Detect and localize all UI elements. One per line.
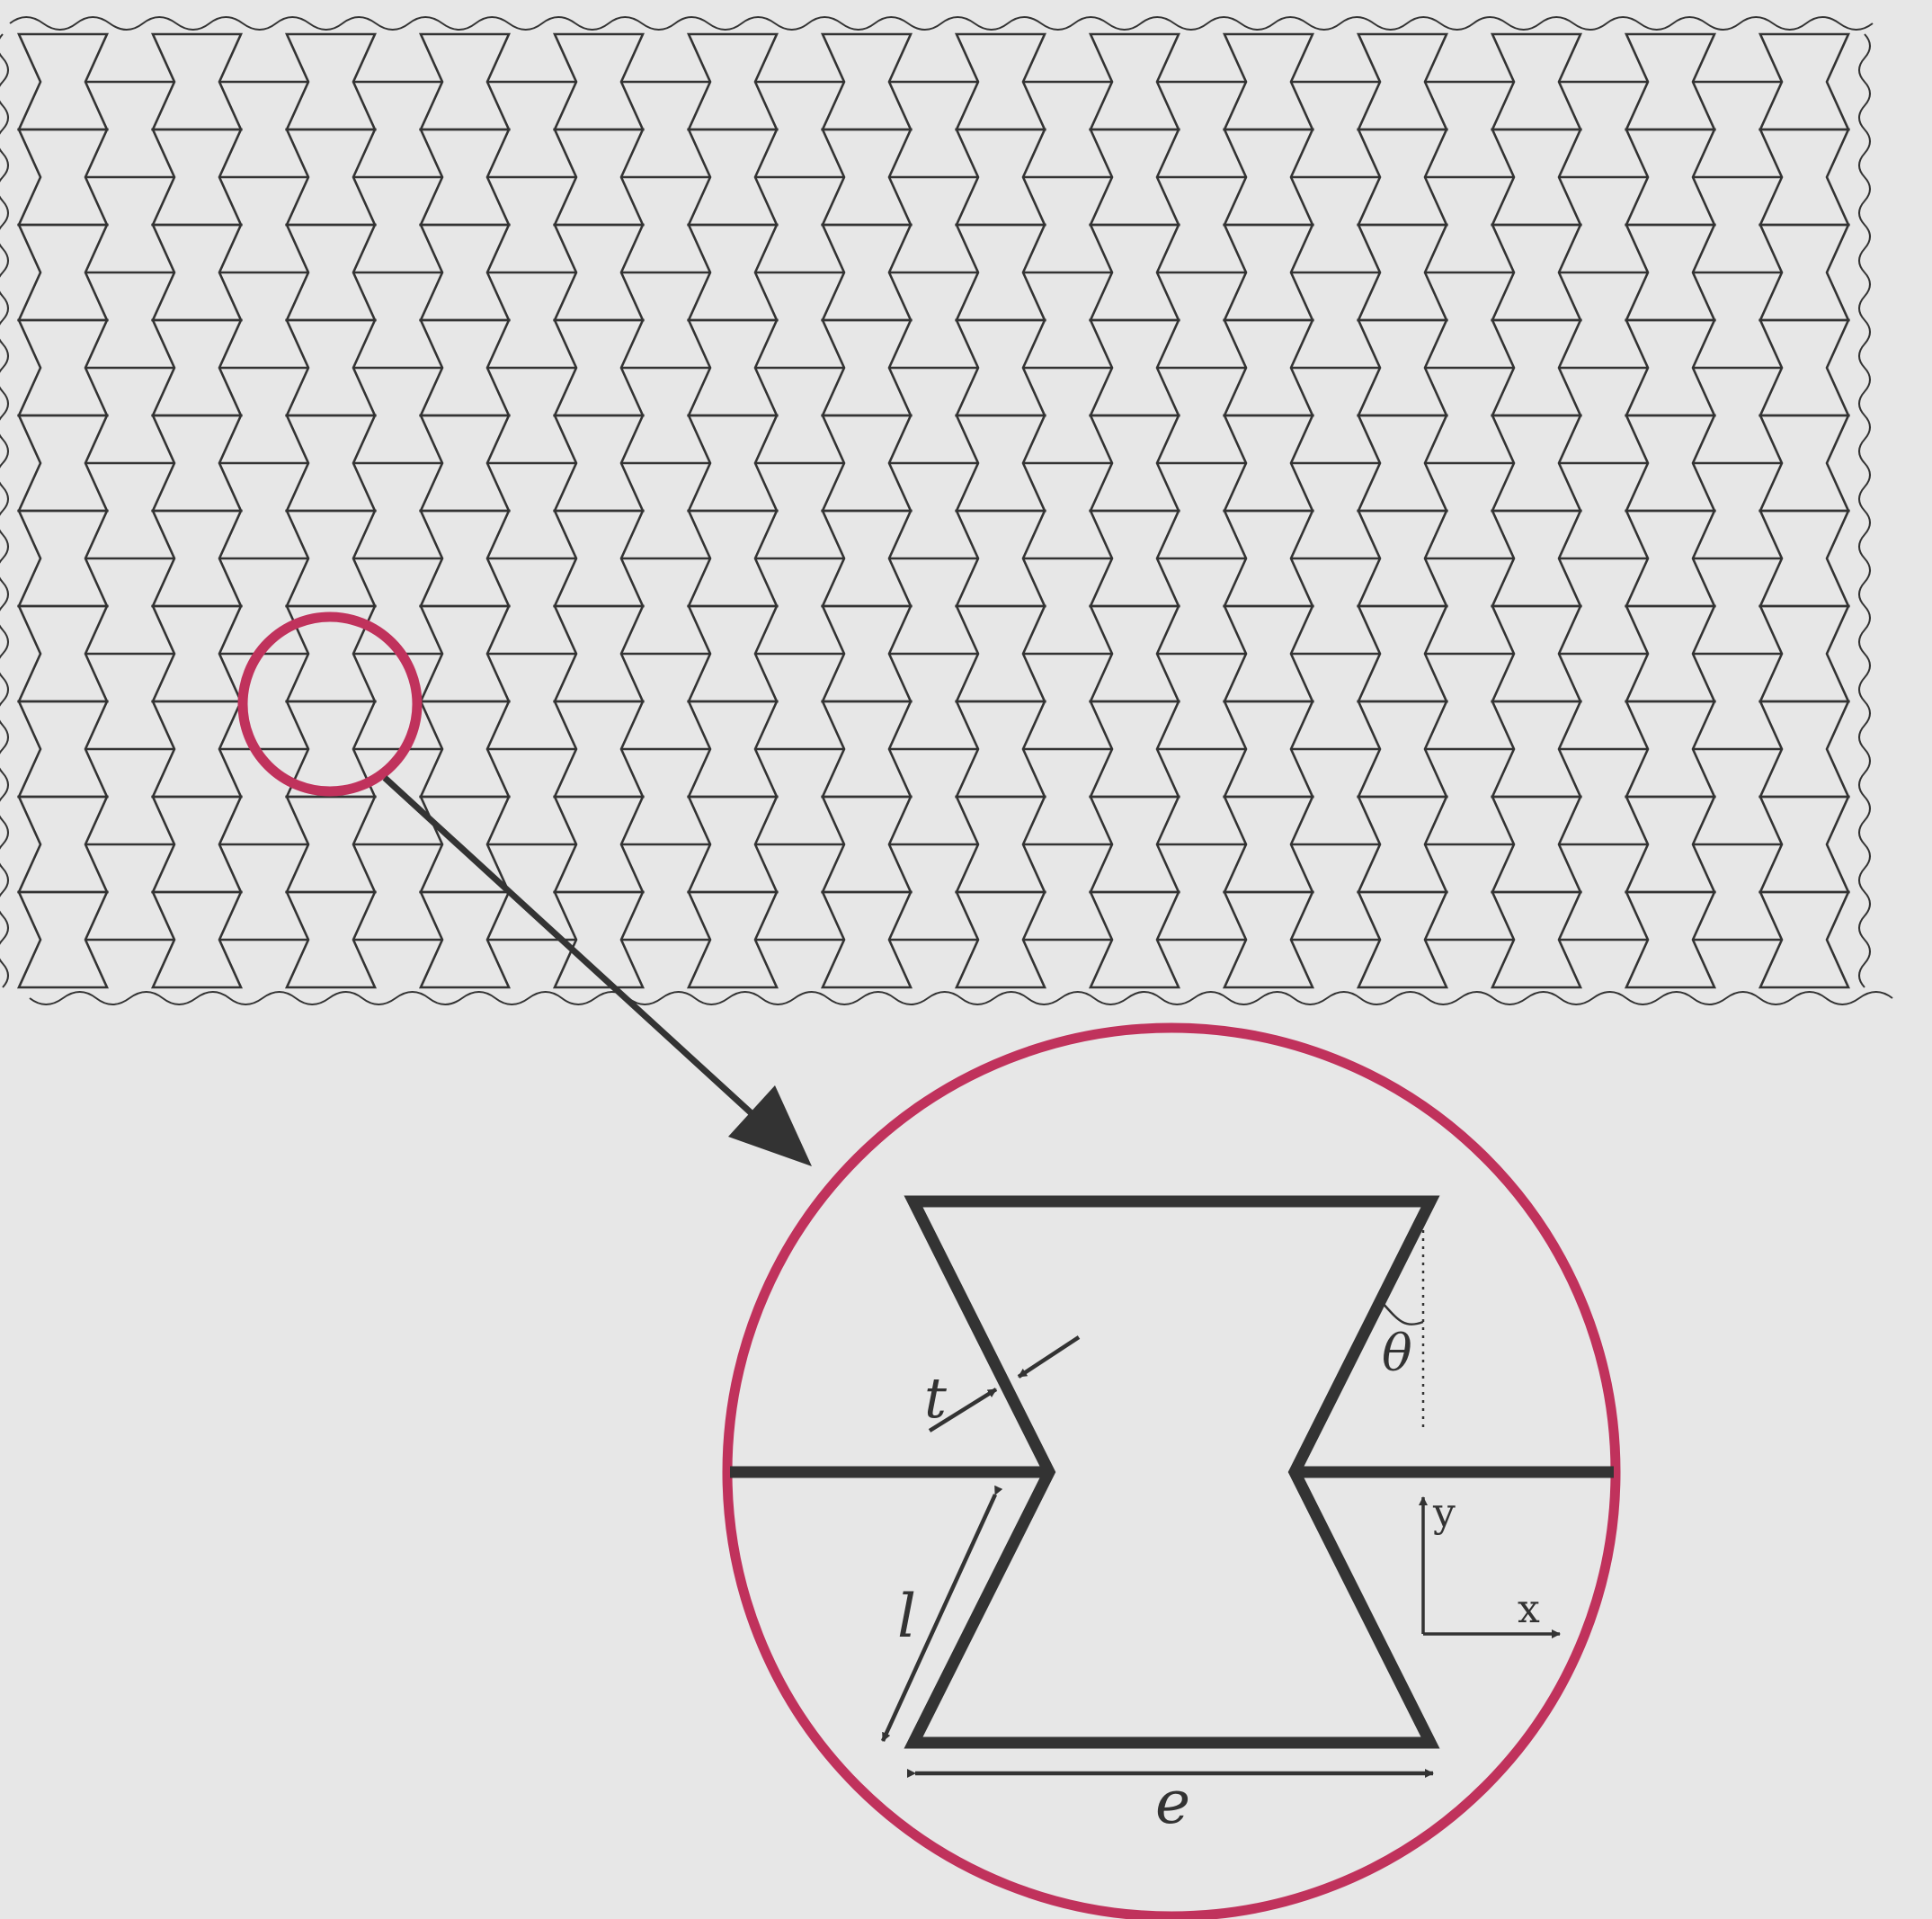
lattice-cell	[552, 890, 645, 989]
wavy-border	[0, 33, 9, 988]
wavy-border	[1858, 33, 1871, 988]
lattice-cell	[1222, 890, 1315, 989]
lattice-cell	[1088, 890, 1181, 989]
angle-label: θ	[1382, 1325, 1412, 1383]
callout-arrow-shaft	[382, 775, 756, 1118]
wavy-border	[9, 16, 1874, 31]
lattice-cell	[16, 890, 110, 989]
lattice-cell	[1624, 890, 1717, 989]
detail-circle-large	[722, 1022, 1621, 1919]
lattice-cell	[686, 890, 779, 989]
lattice-cell	[820, 890, 913, 989]
lattice-wavy-borders	[0, 16, 1893, 1005]
highlight-circle-small	[237, 611, 423, 797]
lattice-cell	[954, 890, 1047, 989]
lattice-cell	[150, 890, 244, 989]
lattice-cell	[284, 890, 378, 989]
unit-cell	[730, 1195, 1614, 1749]
lattice-cell	[1758, 890, 1851, 989]
width-label: e	[1155, 1768, 1190, 1837]
x-axis-label: x	[1518, 1586, 1540, 1632]
reentrant-honeycomb-lattice	[16, 32, 1851, 989]
y-axis-label: y	[1432, 1490, 1456, 1536]
length-label: l	[897, 1582, 916, 1651]
wavy-border	[29, 991, 1893, 1005]
angle-indicator	[1381, 1214, 1425, 1430]
coordinate-axes	[1419, 1496, 1561, 1638]
lattice-cell	[1490, 890, 1583, 989]
lattice-cell	[1356, 890, 1449, 989]
thickness-label: t	[924, 1365, 947, 1431]
length-indicator	[880, 1485, 1003, 1742]
thickness-indicator	[928, 1335, 1081, 1433]
callout-arrow-head	[728, 1085, 812, 1166]
